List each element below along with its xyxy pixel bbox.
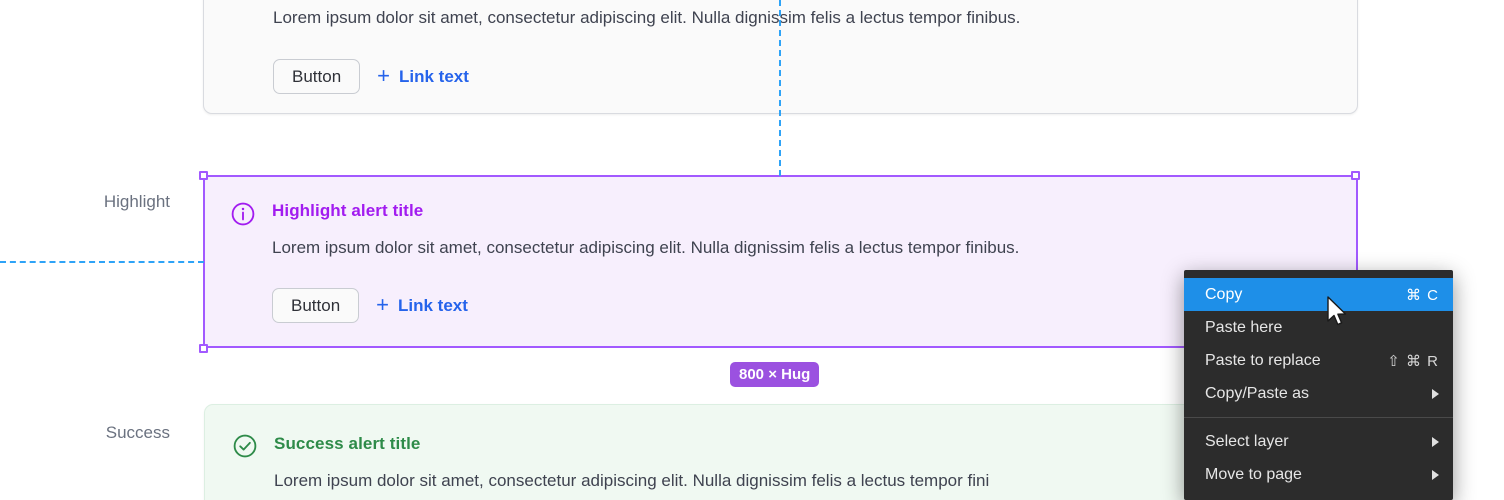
alert-title-success: Success alert title [274, 434, 421, 453]
alert-body-highlight: Lorem ipsum dolor sit amet, consectetur … [272, 238, 1020, 257]
row-label-highlight: Highlight [103, 192, 170, 211]
context-menu-item-label: Paste here [1205, 318, 1283, 336]
selection-size-badge: 800 × Hug [730, 362, 820, 387]
context-menu-item[interactable]: Select layer [1184, 425, 1453, 458]
alert-card-highlight[interactable]: Highlight alert title Lorem ipsum dolor … [203, 175, 1358, 348]
context-menu-item-label: Select layer [1205, 432, 1289, 450]
context-menu-item-shortcut: ⌘ C [1406, 286, 1439, 304]
button-neutral[interactable]: Button [273, 59, 361, 94]
context-menu-item-shortcut: ⇧ ⌘ R [1387, 352, 1439, 370]
alignment-guide-vertical [779, 0, 781, 176]
link-label: Link text [398, 295, 468, 315]
alert-card-success[interactable]: Success alert title Lorem ipsum dolor si… [204, 404, 1358, 500]
context-menu-item-label: Copy [1205, 285, 1243, 303]
button-highlight[interactable]: Button [272, 288, 360, 323]
context-menu-item[interactable]: Paste to replace ⇧ ⌘ R [1184, 344, 1453, 377]
context-menu-item-label: Paste to replace [1205, 351, 1321, 369]
context-menu-item[interactable]: Move to page [1184, 458, 1453, 491]
submenu-arrow-icon [1432, 388, 1439, 399]
row-label-success: Success [105, 423, 170, 442]
submenu-arrow-icon [1432, 436, 1439, 447]
context-menu-item[interactable]: Copy/Paste as [1184, 377, 1453, 410]
selection-handle-top-right[interactable] [1351, 171, 1360, 180]
context-menu-item[interactable]: Copy ⌘ C [1184, 278, 1453, 311]
context-menu-item-label: Move to page [1205, 465, 1302, 483]
selection-handle-top-left[interactable] [199, 171, 208, 180]
link-label: Link text [399, 66, 469, 86]
plus-icon: + [377, 62, 391, 88]
check-circle-icon [232, 433, 258, 459]
alert-actions-neutral: Button + Link text [273, 59, 469, 94]
submenu-arrow-icon [1432, 469, 1439, 480]
alert-actions-highlight: Button + Link text [272, 288, 468, 323]
link-neutral[interactable]: + Link text [377, 62, 469, 88]
context-menu-item[interactable]: Paste here [1184, 311, 1453, 344]
context-menu-item-label: Copy/Paste as [1205, 384, 1310, 402]
info-circle-icon [230, 201, 256, 227]
plus-icon: + [376, 291, 390, 317]
alert-body-neutral: Lorem ipsum dolor sit amet, consectetur … [273, 8, 1021, 27]
selection-handle-bottom-left[interactable] [199, 344, 208, 353]
link-highlight[interactable]: + Link text [376, 291, 468, 317]
context-menu-separator [1184, 417, 1453, 418]
alert-title-highlight: Highlight alert title [272, 201, 424, 220]
alignment-guide-horizontal [0, 261, 204, 263]
alert-body-success: Lorem ipsum dolor sit amet, consectetur … [274, 471, 990, 490]
